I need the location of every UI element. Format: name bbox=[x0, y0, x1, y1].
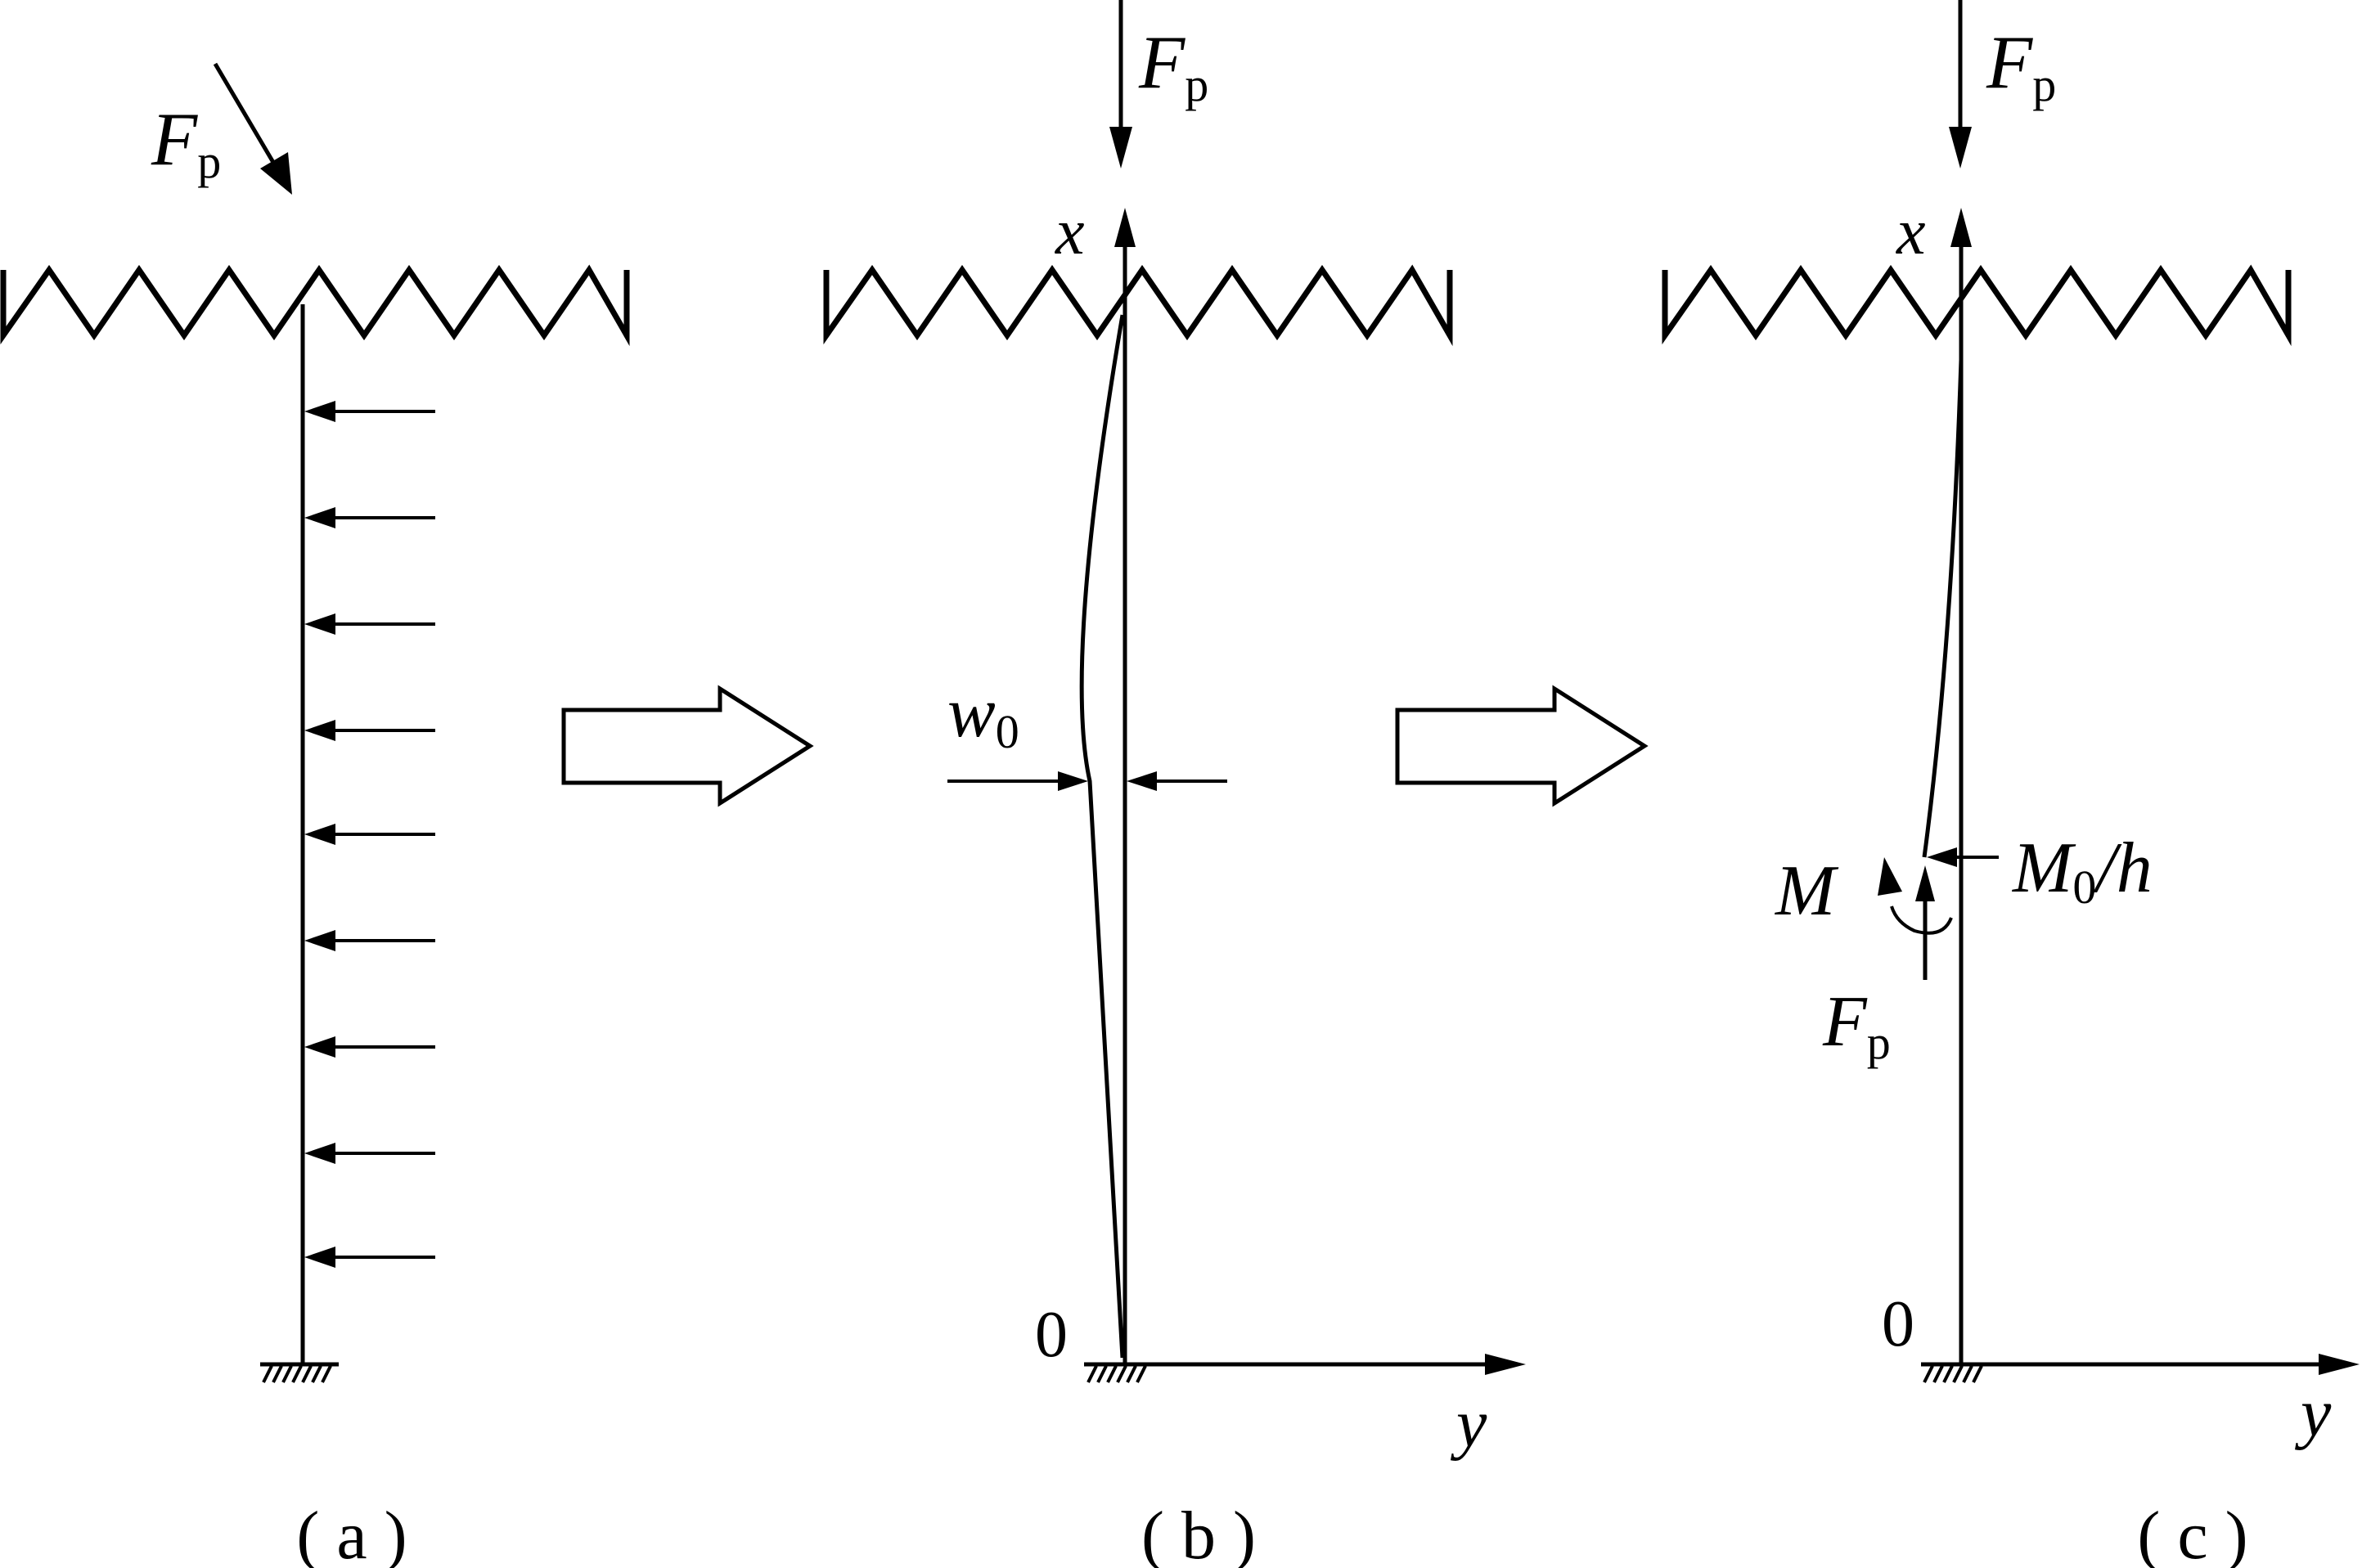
soil-spring-c bbox=[1662, 264, 2292, 347]
axial-force-label-c: Fp bbox=[1822, 982, 1891, 1069]
lateral-load-arrow bbox=[304, 824, 435, 845]
lateral-load-arrow bbox=[304, 930, 435, 951]
transition-arrow-bc bbox=[1395, 685, 1649, 807]
origin-label-c: 0 bbox=[1882, 1288, 1914, 1360]
lateral-load-arrows bbox=[304, 401, 435, 1268]
imperfection-dimension bbox=[947, 771, 1227, 791]
panel-b: Fp x w0 0 bbox=[823, 0, 1526, 1568]
shear-force-label: M0/h bbox=[2011, 829, 2153, 914]
lateral-load-arrow bbox=[304, 401, 435, 422]
x-axis-label-b: x bbox=[1055, 196, 1085, 268]
soil-spring-b bbox=[823, 264, 1453, 347]
y-axis-b bbox=[1125, 1354, 1526, 1375]
y-axis-label-b: y bbox=[1450, 1386, 1487, 1462]
lateral-load-arrow bbox=[304, 613, 435, 635]
moment-arc bbox=[1878, 857, 1953, 935]
lateral-load-arrow bbox=[304, 1247, 435, 1268]
panel-c: Fp x M0/h M Fp bbox=[1662, 0, 2360, 1568]
axial-force-arrow-c bbox=[1915, 865, 1935, 980]
origin-label-b: 0 bbox=[1035, 1299, 1068, 1371]
imperfection-label: w0 bbox=[947, 673, 1019, 758]
deflected-segment bbox=[1922, 359, 1964, 858]
initial-imperfection-curve bbox=[1079, 314, 1125, 1359]
fixed-support-b bbox=[1084, 1362, 1154, 1383]
load-label-c: Fp bbox=[1986, 20, 2056, 111]
fixed-support-a bbox=[260, 1362, 339, 1383]
shear-force-arrow bbox=[1927, 847, 1999, 867]
x-axis-c bbox=[1950, 208, 1972, 1364]
lateral-load-arrow bbox=[304, 1143, 435, 1164]
panel-a: Fp ( a ) bbox=[0, 62, 630, 1568]
transition-arrow-ab bbox=[561, 685, 814, 807]
caption-a: ( a ) bbox=[296, 1498, 407, 1568]
x-axis-label-c: x bbox=[1896, 196, 1926, 268]
lateral-load-arrow bbox=[304, 1036, 435, 1058]
x-axis-b bbox=[1114, 208, 1136, 1364]
moment-label: M bbox=[1774, 851, 1839, 931]
fixed-support-c bbox=[1921, 1362, 1990, 1383]
lateral-load-arrow bbox=[304, 720, 435, 741]
soil-spring-a bbox=[0, 264, 630, 347]
y-axis-label-c: y bbox=[2294, 1375, 2332, 1451]
axial-load-arrow-b bbox=[1109, 0, 1132, 168]
axial-load-arrow-c bbox=[1949, 0, 1972, 168]
lateral-load-arrow bbox=[304, 507, 435, 528]
load-label-b: Fp bbox=[1138, 20, 1208, 111]
load-label-a: Fp bbox=[151, 97, 221, 188]
caption-c: ( c ) bbox=[2137, 1498, 2247, 1568]
y-axis-c bbox=[1961, 1354, 2360, 1375]
caption-b: ( b ) bbox=[1141, 1498, 1256, 1568]
inclined-load-arrow bbox=[213, 62, 292, 195]
